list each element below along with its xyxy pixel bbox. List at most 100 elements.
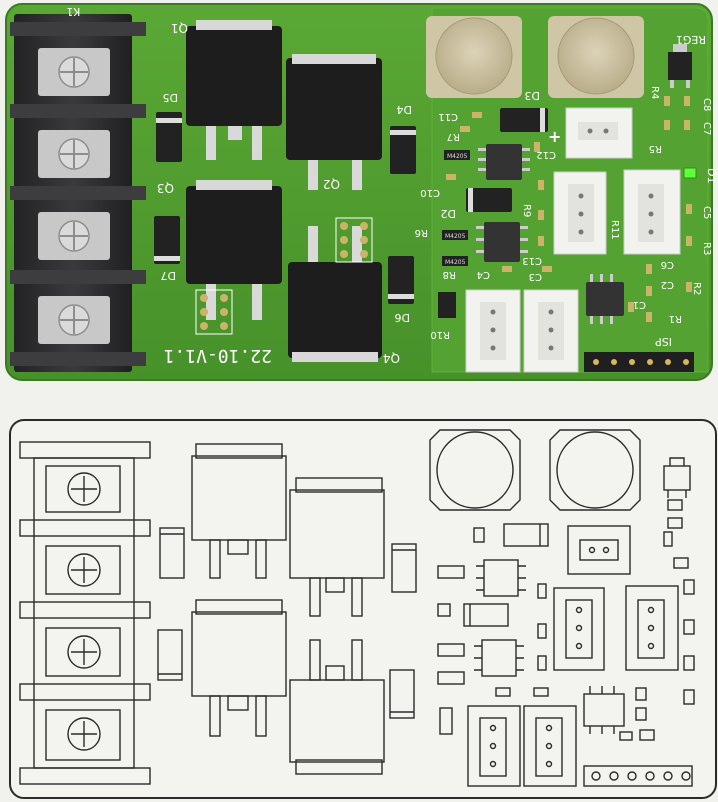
soic-chip-lower — [476, 222, 528, 262]
mosfet-q2 — [286, 54, 382, 190]
label-c13: C13 — [522, 255, 542, 266]
drawing-diode-d3 — [503, 523, 549, 547]
diode-d6 — [388, 256, 414, 304]
mosfet-q4-label: Q4 — [383, 351, 400, 365]
label-r3: R3 — [701, 242, 712, 255]
resistor-chip-r8 — [442, 256, 468, 266]
smd-passives — [446, 96, 692, 322]
led-label: D1 — [705, 168, 718, 183]
drawing-isp-header — [583, 765, 693, 787]
connector-3pin-c — [465, 289, 521, 373]
drawing-soic-upper — [476, 559, 526, 597]
regulator-reg1 — [668, 44, 692, 88]
diode-d4 — [390, 126, 416, 174]
diode-d6-label: D6 — [395, 311, 410, 324]
label-c1: C1 — [633, 299, 646, 310]
label-c6: C6 — [661, 259, 674, 270]
soic-chip-right — [586, 274, 624, 324]
label-r7: R7 — [447, 131, 460, 142]
diode-d5 — [156, 112, 182, 162]
drawing-diode-d7 — [157, 629, 183, 681]
drawing-diode-d6 — [389, 669, 415, 719]
diode-d2 — [466, 188, 512, 212]
soic-chip-upper — [478, 144, 530, 180]
plus-marker: + — [548, 127, 561, 146]
terminal-screw-1 — [38, 48, 110, 96]
connector-3pin-b — [623, 169, 681, 255]
inductor-right — [548, 16, 644, 98]
drawing-soic-right — [583, 686, 625, 734]
diode-d4-label: D4 — [397, 103, 412, 116]
label-r10: R10 — [430, 329, 450, 340]
drawing-connector-3pin-b — [625, 585, 679, 671]
diode-d2-label: D2 — [441, 207, 456, 220]
label-c12: C12 — [536, 149, 556, 160]
terminal-screw-2 — [38, 130, 110, 178]
drawing-connector-3pin-c — [467, 705, 521, 787]
mosfet-q4 — [288, 226, 382, 362]
pcb-render: K1 Q1 Q2 Q3 — [5, 3, 718, 381]
drawing-inductor-left — [429, 429, 521, 511]
label-c4: C4 — [477, 269, 490, 280]
resistor-chip-r10 — [438, 292, 456, 318]
drawing-smd-passives — [437, 499, 695, 741]
regulator-label: REG1 — [676, 33, 706, 46]
drawing-connector-3pin-a — [553, 587, 605, 671]
label-c2: C2 — [661, 279, 674, 290]
resistor-chip-r7 — [444, 150, 470, 160]
connector-3pin-d — [523, 289, 579, 373]
terminal-screw-3 — [38, 212, 110, 260]
label-r2: R2 — [691, 282, 702, 295]
terminal-block — [10, 14, 146, 372]
diode-d3-label: D3 — [525, 89, 540, 102]
mosfet-q1 — [186, 20, 282, 160]
pcb-outline-drawing — [9, 419, 717, 799]
drawing-soic-lower — [474, 639, 524, 677]
drawing-inductor-right — [549, 429, 641, 511]
mosfet-q3-label: Q3 — [157, 181, 174, 195]
version-label: 22.10-V1.1 — [164, 345, 272, 366]
label-c8: C8 — [701, 98, 712, 111]
isp-label: ISP — [655, 335, 672, 348]
drawing-mosfet-q2 — [289, 477, 385, 617]
diode-d7-label: D7 — [161, 269, 176, 282]
connector-2pin-top — [565, 107, 633, 159]
label-r5: R5 — [649, 143, 662, 154]
connector-3pin-a — [553, 171, 607, 255]
mosfet-q2-label: Q2 — [323, 177, 340, 191]
pad-array-left — [195, 289, 233, 335]
mosfet-q1-label: Q1 — [171, 21, 188, 35]
label-r1: R1 — [669, 313, 682, 324]
label-c10: C10 — [420, 187, 440, 198]
isp-header — [584, 352, 694, 372]
drawing-diode-d2 — [463, 603, 509, 627]
led-d1 — [683, 167, 697, 179]
pad-array-center — [335, 217, 373, 263]
drawing-regulator — [663, 457, 691, 498]
chip-mark-3: M4205 — [445, 259, 466, 266]
resistor-chip-r6 — [442, 230, 468, 240]
label-c3: C3 — [529, 271, 542, 282]
drawing-mosfet-q3 — [191, 599, 287, 737]
label-c5: C5 — [701, 206, 712, 219]
label-r11: R11 — [609, 220, 620, 240]
drawing-board-outline — [9, 419, 717, 799]
drawing-mosfet-q1 — [191, 443, 287, 579]
label-r6: R6 — [415, 227, 428, 238]
chip-mark-2: M4205 — [445, 233, 466, 240]
drawing-diode-d4 — [391, 543, 417, 593]
label-r4: R4 — [649, 86, 660, 99]
drawing-connector-2pin — [567, 525, 631, 575]
diode-d7 — [154, 216, 180, 264]
drawing-connector-3pin-d — [523, 705, 577, 787]
terminal-screw-4 — [38, 296, 110, 344]
inductor-left — [426, 16, 522, 98]
drawing-mosfet-q4 — [289, 639, 385, 775]
label-r8: R8 — [443, 269, 456, 280]
diode-d5-label: D5 — [163, 91, 178, 104]
label-r9: R9 — [521, 204, 532, 217]
diode-d3 — [500, 108, 548, 132]
label-c7: C7 — [701, 122, 712, 135]
chip-mark-1: M4205 — [447, 153, 468, 160]
